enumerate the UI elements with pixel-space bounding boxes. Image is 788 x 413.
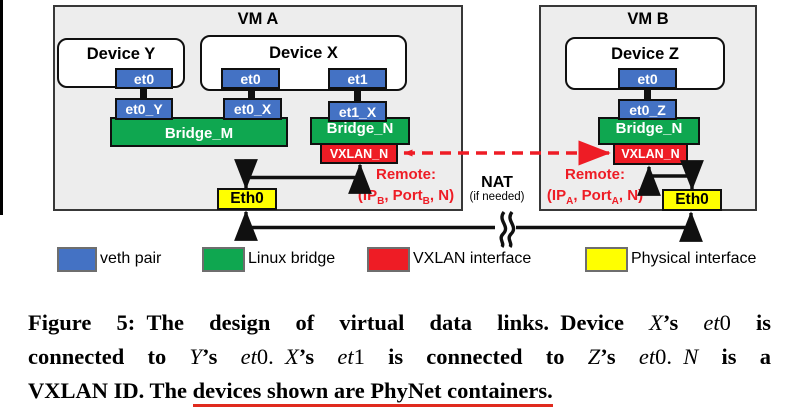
legend-swatch-physical [585, 247, 628, 272]
remote-info-right: Remote: (IPA, PortA, N) [536, 164, 654, 212]
vm-b-title: VM B [627, 10, 669, 28]
legend-label-bridge: Linux bridge [248, 250, 336, 267]
legend-swatch-veth [57, 247, 97, 272]
device-x-et0-port: et0 [221, 68, 280, 89]
veth-end-et0-z: et0_Z [618, 99, 677, 120]
veth-end-et1-x: et1_X [328, 101, 387, 122]
connector-et0z [644, 85, 651, 102]
device-x-et1-port: et1 [328, 68, 387, 89]
device-x-title: Device X [269, 44, 338, 62]
caption-line-2: connected to Y’s et0. X’s et1 is connect… [28, 344, 771, 369]
connector-et1x [354, 85, 361, 104]
figure-caption: Figure 5: The design of virtual data lin… [28, 306, 771, 408]
eth0-left: Eth0 [217, 188, 277, 210]
remote-info-left: Remote: (IPB, PortB, N) [348, 164, 464, 212]
device-z-title: Device Z [611, 45, 679, 63]
vm-a-title: VM A [237, 10, 279, 28]
veth-end-et0-x: et0_X [223, 98, 282, 120]
legend-swatch-bridge [202, 247, 245, 272]
caption-line-3: VXLAN ID. The devices shown are PhyNet c… [28, 374, 771, 408]
vxlan-n-left: VXLAN_N [320, 143, 398, 164]
vxlan-n-right: VXLAN_N [613, 143, 688, 165]
bridge-m: Bridge_M [110, 117, 288, 147]
nat-label: NAT (if needed) [453, 174, 541, 204]
nat-title: NAT [481, 174, 513, 191]
legend-label-vxlan: VXLAN interface [413, 250, 532, 267]
column-rule [0, 0, 3, 215]
legend-swatch-vxlan [367, 247, 410, 272]
device-y-title: Device Y [86, 45, 156, 63]
legend-label-physical: Physical interface [631, 250, 757, 267]
connector-et0y [140, 85, 147, 101]
remote-right-title: Remote: [564, 166, 625, 183]
remote-left-title: Remote: [375, 166, 436, 183]
caption-line-1: Figure 5: The design of virtual data lin… [28, 310, 772, 335]
remote-right-tuple: (IPA, PortA, N) [546, 187, 644, 207]
veth-end-et0-y: et0_Y [115, 98, 173, 120]
device-z-et0-port: et0 [618, 68, 677, 89]
eth0-right: Eth0 [662, 189, 722, 211]
bridge-n-right: Bridge_N [598, 117, 700, 145]
legend-label-veth: veth pair [100, 250, 162, 267]
remote-left-tuple: (IPB, PortB, N) [357, 187, 455, 207]
squiggle-break [495, 210, 516, 249]
device-y-et0-port: et0 [115, 68, 173, 89]
connector-et0x [248, 85, 255, 101]
nat-subtitle: (if needed) [469, 191, 525, 203]
